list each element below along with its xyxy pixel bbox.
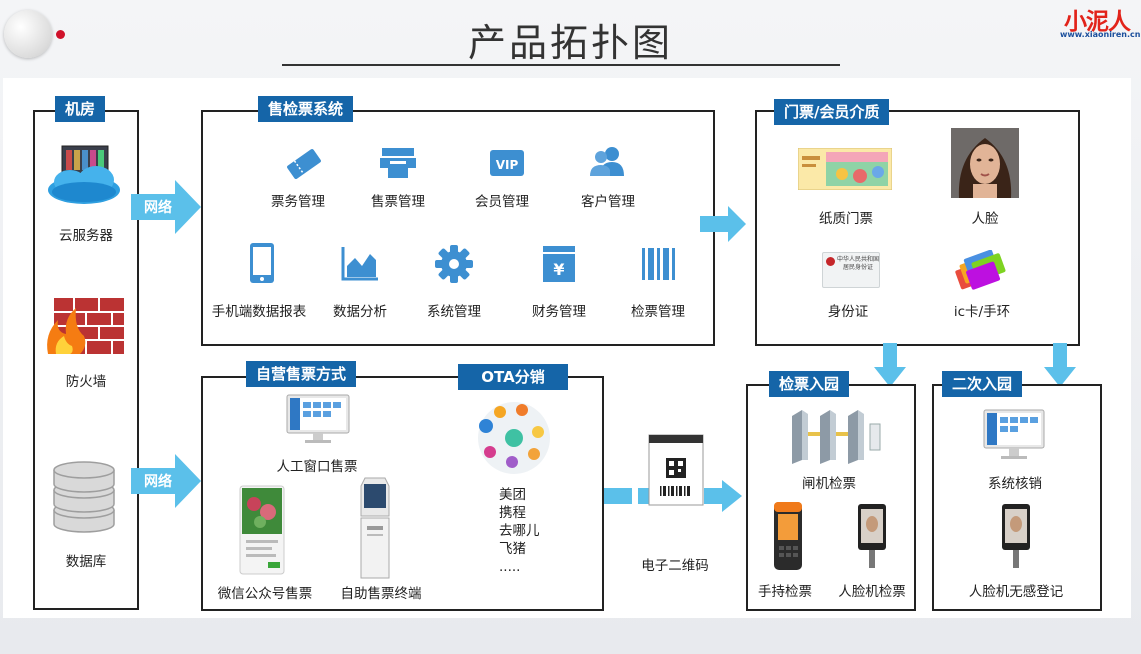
id-card-text: 中华人民共和国 居民身份证 bbox=[837, 256, 880, 271]
desktop-verify-image bbox=[983, 409, 1045, 459]
area-chart-icon bbox=[341, 247, 378, 281]
mobile-phone-icon bbox=[250, 243, 274, 283]
page-title: 产品拓扑图 bbox=[467, 21, 673, 65]
e-qrcode-label: 电子二维码 bbox=[641, 558, 709, 574]
paper-ticket-image bbox=[798, 148, 892, 190]
network-label-top: 网络 bbox=[144, 200, 172, 216]
qr-ticket-image bbox=[648, 434, 704, 506]
face-register-label: 人脸机无感登记 bbox=[968, 584, 1064, 600]
media-box bbox=[755, 110, 1080, 346]
second-entry-header: 二次入园 bbox=[942, 371, 1023, 397]
self-service-kiosk-image bbox=[360, 477, 390, 579]
logo-text: 小泥人 bbox=[1064, 9, 1131, 35]
customers-icon bbox=[590, 147, 624, 176]
face-photo-image bbox=[951, 128, 1019, 198]
decorative-circle bbox=[4, 10, 52, 58]
ticket-sales-label: 售票管理 bbox=[371, 194, 425, 210]
face-device-check-label: 人脸机检票 bbox=[838, 584, 906, 600]
svg-text:VIP: VIP bbox=[496, 158, 519, 172]
emblem-icon bbox=[826, 257, 835, 266]
id-card-image: 中华人民共和国 居民身份证 bbox=[822, 252, 880, 288]
svg-text:¥: ¥ bbox=[553, 260, 564, 279]
printer-icon bbox=[380, 148, 416, 178]
firewall-label: 防火墙 bbox=[65, 374, 107, 390]
face-label: 人脸 bbox=[971, 211, 999, 227]
database-icon bbox=[53, 461, 115, 533]
ic-cards-image bbox=[955, 250, 1006, 290]
face-device-image bbox=[858, 504, 886, 568]
desktop-pos-image bbox=[286, 394, 350, 443]
entry-header: 检票入园 bbox=[769, 371, 850, 397]
ota-list: 美团 携程 去哪儿 飞猪 ..... bbox=[499, 486, 540, 576]
gear-icon bbox=[435, 245, 473, 283]
ota-item-ctrip: 携程 bbox=[499, 505, 526, 521]
machine-room-header: 机房 bbox=[55, 96, 106, 122]
face-register-device-image bbox=[1002, 504, 1030, 568]
ota-item-meituan: 美团 bbox=[499, 487, 526, 503]
firewall-icon bbox=[47, 298, 124, 354]
cloud-server-label: 云服务器 bbox=[59, 228, 113, 244]
ota-header: OTA分销 bbox=[458, 364, 568, 390]
gate-check-label: 闸机检票 bbox=[802, 476, 856, 492]
network-arrow-top bbox=[131, 180, 201, 234]
arrow-down-second-entry bbox=[1044, 343, 1076, 387]
finance-icon: ¥ bbox=[543, 246, 575, 282]
system-verify-label: 系统核销 bbox=[988, 476, 1042, 492]
data-analysis-label: 数据分析 bbox=[333, 304, 387, 320]
wechat-phone-image bbox=[239, 485, 285, 575]
ic-card-label: ic卡/手环 bbox=[953, 304, 1011, 320]
ota-item-qunar: 去哪儿 bbox=[499, 523, 540, 539]
ticket-check-management-label: 检票管理 bbox=[631, 304, 685, 320]
network-label-bottom: 网络 bbox=[144, 474, 172, 490]
member-management-label: 会员管理 bbox=[475, 194, 529, 210]
handheld-check-label: 手持检票 bbox=[758, 584, 812, 600]
arrow-to-media bbox=[700, 206, 746, 242]
kiosk-label: 自助售票终端 bbox=[340, 586, 422, 602]
ota-partners-image bbox=[478, 402, 550, 474]
turnstile-gate-image bbox=[792, 410, 881, 464]
arrow-to-entry bbox=[604, 480, 742, 512]
id-card-label: 身份证 bbox=[827, 304, 869, 320]
finance-management-label: 财务管理 bbox=[532, 304, 586, 320]
ticket-management-label: 票务管理 bbox=[271, 194, 325, 210]
mobile-report-label: 手机端数据报表 bbox=[211, 304, 307, 320]
manual-window-label: 人工窗口售票 bbox=[276, 459, 358, 475]
ticket-system-header: 售检票系统 bbox=[258, 96, 354, 122]
vip-icon: VIP bbox=[490, 150, 524, 176]
arrow-down-entry bbox=[874, 343, 906, 387]
wechat-sale-label: 微信公众号售票 bbox=[217, 586, 313, 602]
barcode-icon bbox=[642, 248, 675, 280]
media-header: 门票/会员介质 bbox=[774, 99, 890, 125]
logo-url: www.xiaoniren.cn bbox=[1060, 30, 1141, 39]
brand-logo: 小泥人 www.xiaoniren.cn bbox=[1058, 0, 1141, 52]
self-sale-header: 自营售票方式 bbox=[246, 361, 357, 387]
title-underline bbox=[282, 64, 840, 66]
database-label: 数据库 bbox=[65, 554, 107, 570]
network-arrow-bottom bbox=[131, 454, 201, 508]
customer-management-label: 客户管理 bbox=[581, 194, 635, 210]
ticket-icon bbox=[287, 149, 321, 179]
handheld-terminal-image bbox=[774, 502, 802, 570]
red-dot-icon bbox=[56, 30, 65, 39]
system-management-label: 系统管理 bbox=[427, 304, 481, 320]
ota-item-more: ..... bbox=[499, 559, 521, 575]
cloud-server-icon bbox=[48, 145, 120, 204]
paper-ticket-label: 纸质门票 bbox=[819, 211, 873, 227]
ota-item-fliggy: 飞猪 bbox=[499, 541, 526, 557]
ticket-system-box bbox=[201, 110, 715, 346]
